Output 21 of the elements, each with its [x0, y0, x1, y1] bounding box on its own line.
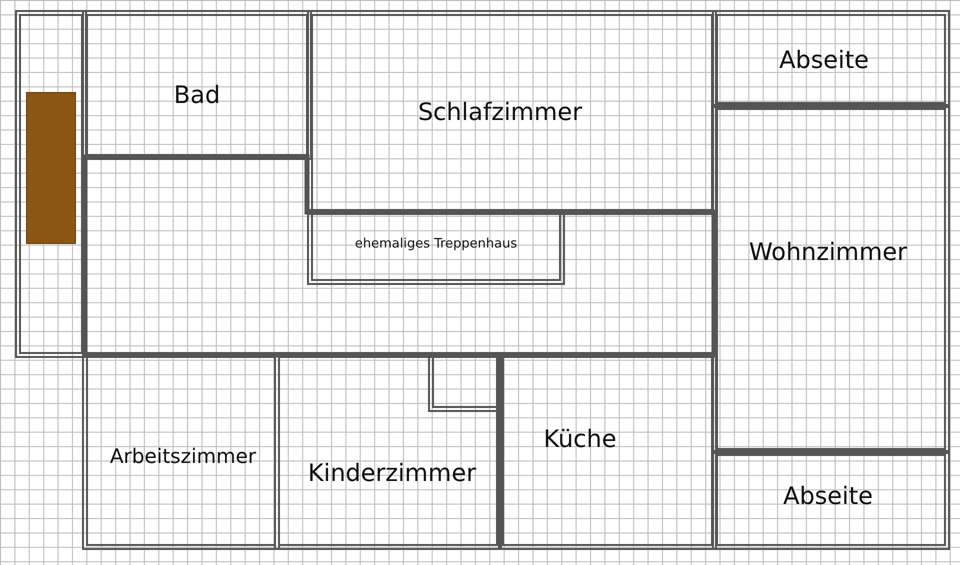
room-label: Küche [544, 425, 616, 453]
room [712, 10, 950, 108]
room-label: Bad [174, 81, 220, 109]
corridor [15, 10, 87, 358]
room [274, 352, 502, 550]
room-label: ehemaliges Treppenhaus [354, 236, 518, 252]
room [712, 450, 950, 550]
room [498, 352, 717, 550]
room [712, 104, 950, 454]
room [307, 10, 717, 215]
hallway [82, 154, 717, 358]
room-label: Abseite [779, 46, 869, 74]
room-label: Wohnzimmer [748, 238, 908, 266]
room-label: Schlafzimmer [418, 98, 582, 126]
stairwell [307, 209, 565, 285]
room [82, 352, 280, 550]
room-label: Abseite [783, 482, 873, 510]
chimney-block [26, 92, 76, 244]
room-label: Arbeitszimmer [110, 444, 256, 468]
room-label: Kinderzimmer [308, 459, 476, 487]
room [82, 10, 312, 160]
